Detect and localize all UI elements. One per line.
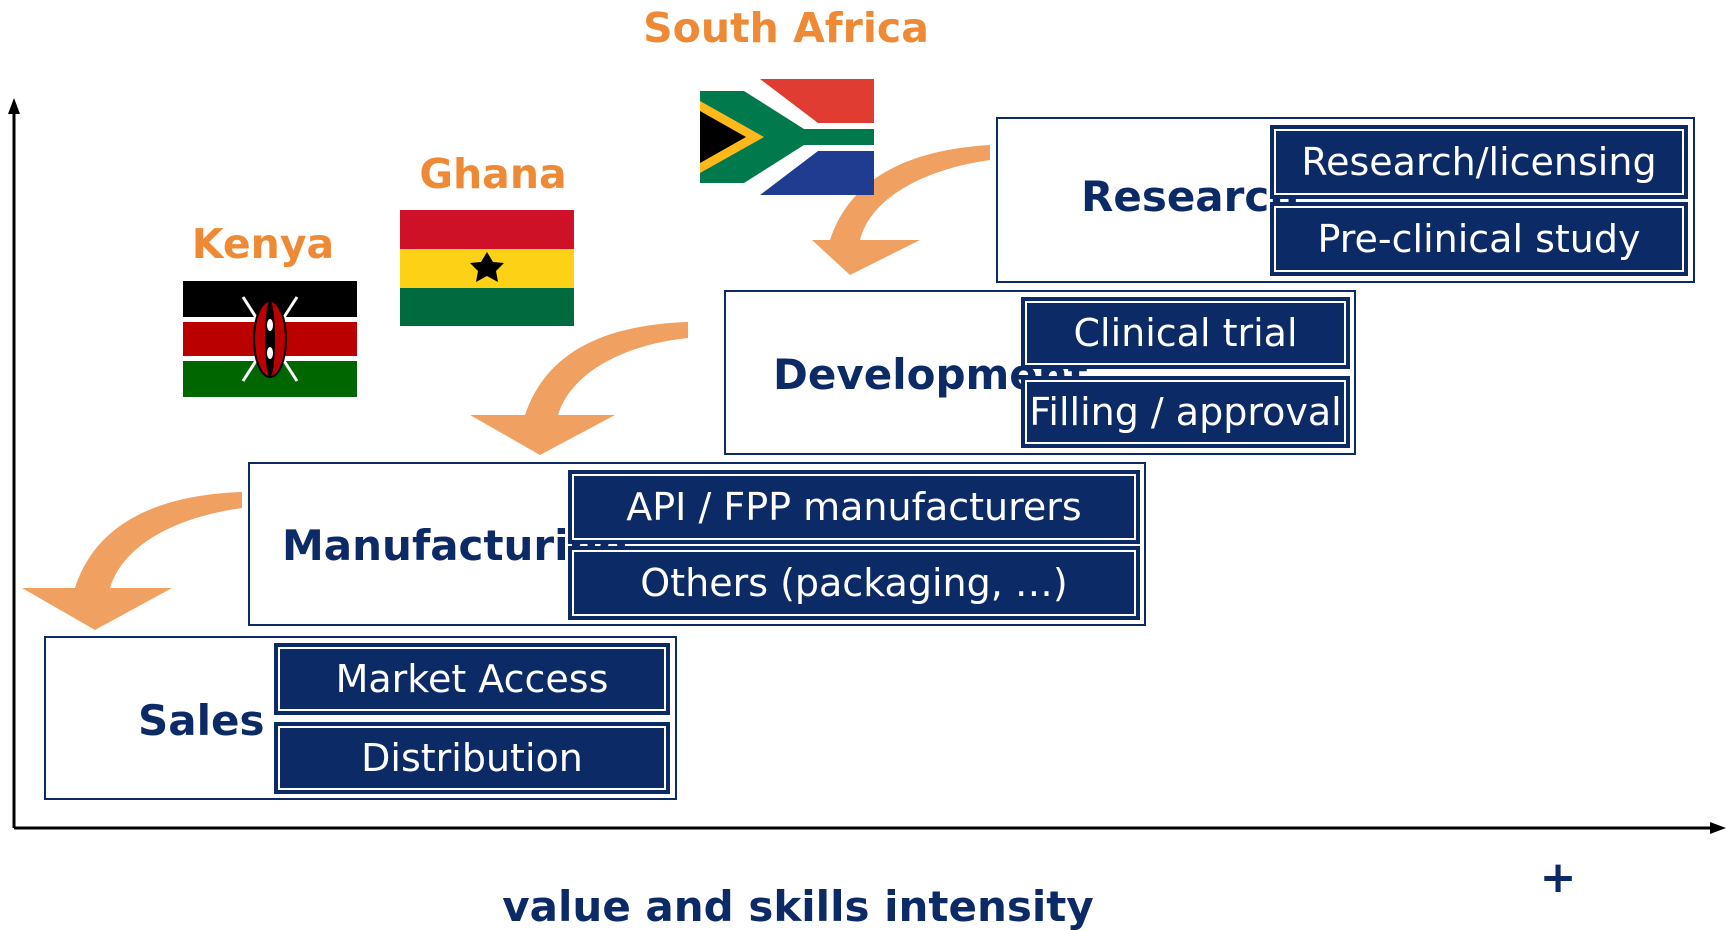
manufacturing-item-api-fpp: API / FPP manufacturers bbox=[568, 470, 1140, 544]
ghana-flag-icon bbox=[400, 210, 574, 326]
x-axis-plus-marker: + bbox=[1539, 852, 1577, 903]
arrow-research-to-development bbox=[812, 145, 990, 275]
x-axis-arrowhead bbox=[1710, 822, 1726, 834]
research-item-research-licensing: Research/licensing bbox=[1270, 125, 1688, 199]
sales-item-distribution: Distribution bbox=[274, 722, 670, 794]
south-africa-flag-icon bbox=[700, 79, 874, 195]
arrow-development-to-manufacturing bbox=[470, 322, 688, 455]
arrow-manufacturing-to-sales bbox=[22, 492, 242, 630]
manufacturing-item-others-packaging: Others (packaging, …) bbox=[568, 546, 1140, 620]
kenya-flag-icon bbox=[183, 281, 357, 397]
research-stage-label: Research bbox=[1081, 172, 1300, 221]
country-label-ghana: Ghana bbox=[419, 150, 567, 198]
sales-item-market-access: Market Access bbox=[274, 643, 670, 715]
country-label-kenya: Kenya bbox=[191, 220, 335, 268]
sales-stage-label: Sales bbox=[138, 696, 265, 745]
development-item-filling-approval: Filling / approval bbox=[1021, 376, 1350, 448]
research-item-pre-clinical-study: Pre-clinical study bbox=[1270, 202, 1688, 276]
y-axis-arrowhead bbox=[8, 98, 20, 114]
development-item-clinical-trial: Clinical trial bbox=[1021, 297, 1350, 369]
x-axis-title: value and skills intensity bbox=[502, 882, 1094, 931]
country-label-south-africa: South Africa bbox=[643, 4, 929, 52]
